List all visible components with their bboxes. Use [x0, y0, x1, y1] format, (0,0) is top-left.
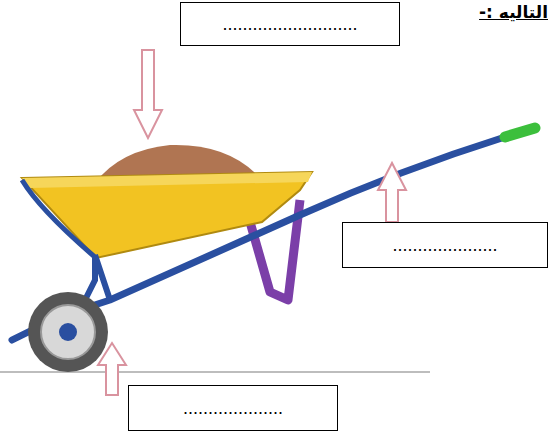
force-arrow-down: [134, 50, 162, 138]
blank-dots: ...........................: [222, 14, 357, 35]
tray: [22, 172, 312, 258]
answer-box: .....................: [342, 222, 548, 268]
force-arrow-up: [378, 163, 406, 222]
frame-front: [22, 180, 96, 258]
tray-rim: [22, 172, 312, 188]
answer-box: ....................: [128, 385, 338, 431]
blank-dots: .....................: [392, 235, 497, 256]
force-arrow-up: [98, 343, 126, 395]
tyre: [28, 292, 108, 372]
heading: التاليه :-: [479, 2, 548, 22]
answer-box: ...........................: [180, 2, 400, 46]
hub: [59, 323, 77, 341]
handle-grip: [505, 128, 535, 137]
rim: [41, 305, 95, 359]
blank-dots: ....................: [183, 398, 283, 419]
